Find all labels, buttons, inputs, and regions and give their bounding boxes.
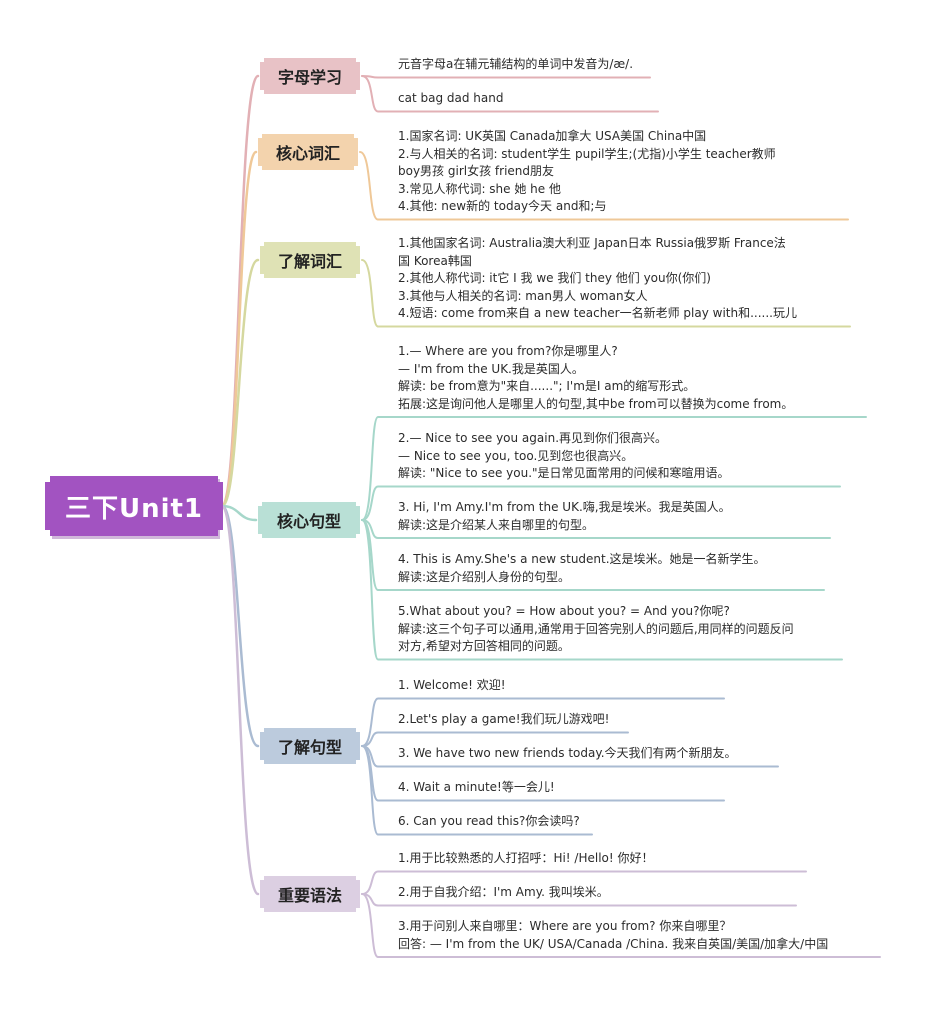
leaf-line: 4. This is Amy.She's a new student.这是埃米。… [398, 552, 766, 566]
leaf-line: 3. We have two new friends today.今天我们有两个… [398, 746, 737, 760]
leaf-link-5-2 [361, 893, 881, 958]
leaf-text-3-2: 3. Hi, I'm Amy.I'm from the UK.嗨,我是埃米。我是… [398, 499, 731, 534]
leaf-line: 4. Wait a minute!等一会儿! [398, 780, 555, 794]
branch-label: 重要语法 [277, 886, 342, 905]
leaf-line: cat bag dad hand [398, 91, 504, 105]
leaf-line: 国 Korea韩国 [398, 253, 472, 268]
leaf-line: 1. Welcome! 欢迎! [398, 678, 506, 692]
leaf-text-3-1: 2.— Nice to see you again.再见到你们很高兴。 — Nic… [398, 430, 730, 483]
branch-label: 了解句型 [277, 738, 342, 757]
leaf-line: boy男孩 girl女孩 friend朋友 [398, 164, 555, 178]
leaf-line: 解读:这是介绍某人来自哪里的句型。 [398, 517, 595, 532]
branch-label: 核心句型 [276, 512, 341, 531]
branch-node-5[interactable]: 重要语法 [260, 876, 360, 912]
branch-label: 了解词汇 [277, 252, 342, 271]
branch-node-2[interactable]: 了解词汇 [260, 242, 360, 278]
leaf-link-1-0 [359, 151, 849, 221]
leaf-line: 3.用于问别人来自哪里：Where are you from? 你来自哪里？ [398, 919, 732, 933]
branch-label: 核心词汇 [275, 144, 340, 163]
leaf-line: 1.国家名词: UK英国 Canada加拿大 USA美国 China中国 [398, 129, 707, 143]
trunk-link-3 [220, 504, 258, 522]
leaf-text-3-3: 4. This is Amy.She's a new student.这是埃米。… [398, 551, 766, 586]
leaf-line: 1.— Where are you from?你是哪里人? [398, 344, 618, 358]
leaf-link-0-1 [361, 75, 659, 113]
leaf-text-4-1: 2.Let's play a game!我们玩儿游戏吧! [398, 711, 609, 729]
leaf-text-5-2: 3.用于问别人来自哪里：Where are you from? 你来自哪里？ 回答… [398, 918, 828, 953]
leaf-text-3-0: 1.— Where are you from?你是哪里人? — I'm from … [398, 343, 793, 413]
leaf-line: — I'm from the UK.我是英国人。 [398, 361, 584, 376]
branch-node-1[interactable]: 核心词汇 [258, 134, 358, 170]
leaf-line: 6. Can you read this?你会读吗? [398, 814, 580, 828]
branch-node-4[interactable]: 了解句型 [260, 728, 360, 764]
leaf-link-4-0 [361, 697, 725, 747]
root-node[interactable]: 三下Unit1 [45, 476, 223, 536]
leaf-text-4-2: 3. We have two new friends today.今天我们有两个… [398, 745, 737, 763]
leaf-line: 解读:这是介绍别人身份的句型。 [398, 569, 571, 584]
leaf-link-3-4 [361, 519, 843, 661]
leaf-line: 解读: "Nice to see you."是日常见面常用的问候和寒暄用语。 [398, 466, 730, 480]
leaf-line: 2.— Nice to see you again.再见到你们很高兴。 [398, 431, 668, 445]
leaf-line: 对方,希望对方回答相同的问题。 [398, 639, 570, 653]
leaf-line: 1.其他国家名词: Australia澳大利亚 Japan日本 Russia俄罗… [398, 236, 786, 250]
leaf-line: 3.其他与人相关的名词: man男人 woman女人 [398, 288, 648, 303]
leaf-link-3-0 [361, 416, 867, 521]
root-label: 三下Unit1 [64, 493, 204, 524]
branch-label: 字母学习 [277, 68, 342, 87]
leaf-text-2-0: 1.其他国家名词: Australia澳大利亚 Japan日本 Russia俄罗… [398, 235, 797, 323]
leaf-line: 4.其他: new新的 today今天 and和;与 [398, 199, 607, 213]
leaf-line: 2.与人相关的名词: student学生 pupil学生;(尤指)小学生 tea… [398, 146, 776, 161]
leaf-text-3-4: 5.What about you? = How about you? = And… [398, 603, 794, 656]
leaf-line: 元音字母a在辅元辅结构的单词中发音为/æ/. [398, 57, 634, 71]
leaf-line: 拓展:这是询问他人是哪里人的句型,其中be from可以替换为come from… [398, 396, 794, 411]
leaf-line: 2.Let's play a game!我们玩儿游戏吧! [398, 712, 610, 726]
leaf-text-5-0: 1.用于比较熟悉的人打招呼：Hi! /Hello! 你好！ [398, 850, 654, 868]
leaf-text-4-4: 6. Can you read this?你会读吗? [398, 813, 580, 831]
branch-node-0[interactable]: 字母学习 [260, 58, 360, 94]
leaf-text-0-1: cat bag dad hand [398, 90, 503, 108]
leaf-text-5-1: 2.用于自我介绍：I'm Amy. 我叫埃米。 [398, 884, 609, 902]
leaf-line: 解读:这三个句子可以通用,通常用于回答完别人的问题后,用同样的问题反问 [398, 621, 794, 636]
leaf-text-4-0: 1. Welcome! 欢迎! [398, 677, 506, 695]
leaf-line: 回答: — I'm from the UK/ USA/Canada /China… [398, 936, 829, 951]
leaf-line: 2.用于自我介绍：I'm Amy. 我叫埃米。 [398, 885, 609, 899]
leaf-text-1-0: 1.国家名词: UK英国 Canada加拿大 USA美国 China中国 2.与人… [398, 128, 776, 216]
leaf-link-3-1 [361, 485, 841, 521]
leaf-line: 1.用于比较熟悉的人打招呼：Hi! /Hello! 你好！ [398, 851, 654, 865]
leaf-text-0-0: 元音字母a在辅元辅结构的单词中发音为/æ/. [398, 56, 633, 74]
leaf-link-2-0 [361, 259, 851, 328]
leaf-link-5-0 [361, 870, 807, 895]
leaf-line: 3. Hi, I'm Amy.I'm from the UK.嗨,我是埃米。我是… [398, 500, 731, 514]
leaf-line: 2.其他人称代词: it它 I 我 we 我们 they 他们 you你(你们) [398, 271, 711, 285]
trunk-link-5 [220, 504, 260, 896]
leaf-line: — Nice to see you, too.见到您也很高兴。 [398, 448, 634, 463]
leaf-text-4-3: 4. Wait a minute!等一会儿! [398, 779, 555, 797]
leaf-link-0-0 [361, 75, 651, 79]
leaf-line: 5.What about you? = How about you? = And… [398, 604, 730, 618]
trunk-link-1 [220, 150, 258, 508]
leaf-line: 4.短语: come from来自 a new teacher一名新老师 pla… [398, 306, 798, 320]
branch-node-3[interactable]: 核心句型 [258, 502, 360, 538]
leaf-link-4-4 [361, 745, 593, 836]
leaf-link-4-1 [361, 731, 629, 747]
leaf-line: 3.常见人称代词: she 她 he 他 [398, 181, 561, 196]
trunk-link-2 [220, 258, 260, 508]
trunk-link-4 [220, 504, 260, 748]
leaf-line: 解读: be from意为"来自......"; I'm是I am的缩写形式。 [398, 379, 696, 393]
